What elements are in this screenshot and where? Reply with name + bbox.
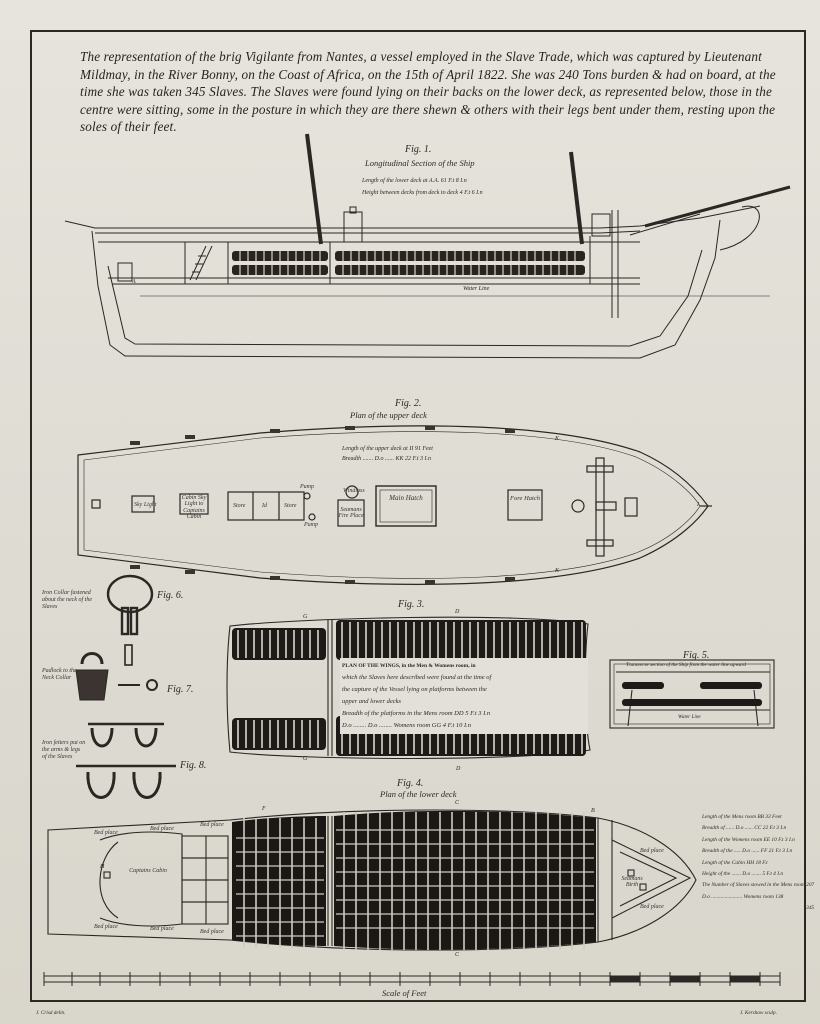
seamans-fire-label: Seamans Fire Place — [338, 507, 364, 520]
bed-place-label-2: Bed place — [150, 826, 174, 832]
fig3-label: Fig. 3. — [398, 599, 425, 610]
credit-left: J. Crisd delin. — [36, 1010, 66, 1016]
fig3-mark-g-top: G — [303, 614, 308, 620]
fig4-mark-e: E — [318, 872, 322, 878]
fig2-deck-ports — [130, 426, 515, 584]
fig1-water-line: Water Line — [463, 286, 490, 292]
dimension-line-1: Length of the Mens room BB 33 Feet — [702, 814, 782, 820]
dimension-line-6: Height of the ....... D.o ....... 5 F.t … — [702, 871, 784, 878]
fore-hatch-label: Fore Hatch — [510, 495, 540, 502]
fig5-figures — [622, 682, 762, 706]
fig5-label: Fig. 5. — [683, 650, 710, 661]
fig4-mark-b: B — [591, 808, 595, 814]
fig1-length: Length of the lower deck at A.A. 61 F.t … — [362, 178, 467, 184]
dimension-line-4: Breadth of the ..... D.o ...... FF 21 F.… — [702, 848, 793, 855]
fig5-title: Transverse section of the Ship from the … — [626, 662, 746, 668]
fig2-length: Length of the upper deck at II 91 Feet — [342, 446, 433, 452]
dimension-line-2: Breadth of ...... D.o ...... CC 22 F.t 3… — [702, 825, 787, 832]
dimension-total: 345 — [806, 905, 815, 912]
fig6-label: Fig. 6. — [157, 590, 184, 601]
dimension-line-5: Length of the Cabin HH 18 F.t — [702, 859, 768, 866]
bed-place-label-7: Bed place — [640, 848, 664, 854]
fig2-mark-i: I — [697, 502, 699, 508]
fig3-mark-d-bottom: D — [456, 766, 461, 772]
main-hatch-label: Main Hatch — [389, 494, 423, 502]
fig1-label: Fig. 1. — [405, 144, 432, 155]
dimension-line-3: Length of the Womens room EE 10 F.t 3 I.… — [702, 836, 795, 843]
fig8-caption: Iron fetters put on the arms & legs of t… — [42, 740, 86, 760]
bed-place-label-1: Bed place — [94, 830, 118, 836]
bed-place-label-4: Bed place — [94, 924, 118, 930]
bed-place-label-6: Bed place — [200, 929, 224, 935]
fig3-text-1: which the Slaves here described were fou… — [342, 674, 492, 681]
fig3-mark-d-top: D — [455, 609, 460, 615]
fig3-heading: PLAN OF THE WINGS, in the Men & Womens r… — [342, 663, 476, 669]
fig8-label: Fig. 8. — [180, 760, 207, 771]
fig3-text-4: Breadth of the platforms in the Mens roo… — [342, 710, 491, 717]
store-label-2: Id — [262, 503, 267, 509]
bed-place-label-8: Bed place — [640, 904, 664, 910]
fig3-description: PLAN OF THE WINGS, in the Men & Womens r… — [340, 658, 588, 734]
fig1-title: Longitudinal Section of the Ship — [365, 158, 475, 168]
fig3-mark-g-bottom: G — [303, 756, 308, 762]
dimensions-table: Length of the Mens room BB 33 Feet Bread… — [702, 812, 814, 915]
padlock-drawing — [75, 652, 158, 701]
fig4-mark-c-top: C — [455, 800, 460, 806]
fig7-caption: Padlock to the Neck Collar — [42, 668, 77, 681]
dimension-line-8: D.o ....................... Womens room … — [702, 893, 784, 900]
fig7-label: Fig. 7. — [167, 684, 194, 695]
dimension-line-7: The Number of Slaves stowed in the Mens … — [702, 882, 815, 889]
fig5-water-line: Water Line — [678, 714, 701, 720]
store-label-1: Store — [233, 503, 246, 509]
fig4-mark-c-bottom: C — [455, 952, 460, 958]
plate-border — [30, 30, 806, 1002]
fig1-mark-a: A — [132, 279, 136, 285]
fig4-mark-h: H — [100, 864, 105, 870]
collar-drawing — [106, 574, 154, 666]
fetters-drawing — [76, 722, 176, 799]
fig3-text-3: upper and lower decks — [342, 698, 402, 705]
fig2-breadth: Breadth ....... D.o ...... KK 22 F.t 3 I… — [342, 456, 432, 462]
fig3-text-2: the capture of the Vessel lying on platf… — [342, 686, 487, 693]
fig4-title: Plan of the lower deck — [380, 789, 457, 799]
fig2-mark-k-top: K — [555, 436, 560, 442]
skylight-label: Sky Light — [134, 502, 157, 508]
fig1-height: Height between decks from deck to deck 4… — [362, 190, 483, 196]
fig6-caption: Iron Collar fastened about the neck of t… — [42, 590, 92, 610]
fig2-title: Plan of the upper deck — [350, 410, 427, 420]
scale-bar — [43, 972, 781, 986]
fig4-mark-f: F — [262, 806, 266, 812]
captains-cabin-label: Captains Cabin — [129, 868, 167, 874]
plate-title: The representation of the brig Vigilante… — [80, 49, 776, 134]
store-label-3: Store — [284, 503, 297, 509]
fig2-mark-k-bottom: K — [555, 568, 560, 574]
cabin-skylight-label: Cabin Sky Light to Captains Cabin — [181, 495, 207, 521]
bed-place-label-5: Bed place — [150, 926, 174, 932]
scale-label: Scale of Feet — [382, 988, 427, 998]
windlass-label: Windlass — [343, 488, 365, 494]
seamans-birth-label: Seamans Birth — [621, 876, 643, 889]
pump-label-top: Pump — [300, 484, 314, 490]
bed-place-label-3: Bed place — [200, 822, 224, 828]
pump-label-bottom: Pump — [304, 522, 318, 528]
fig4-label: Fig. 4. — [397, 778, 424, 789]
fig1-slave-rows — [232, 251, 585, 275]
credit-right: J. Kershaw sculp. — [740, 1010, 777, 1016]
fig3-text-5: D.o ........ D.o ........ Womens room GG… — [342, 722, 472, 729]
fig2-label: Fig. 2. — [395, 398, 422, 409]
